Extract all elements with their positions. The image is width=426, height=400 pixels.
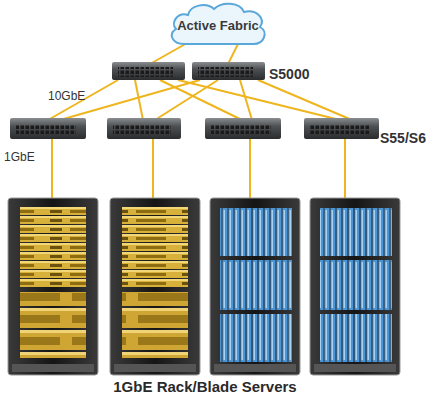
- switch-label: S5000: [269, 66, 309, 82]
- caption: 1GbE Rack/Blade Servers: [0, 378, 410, 395]
- switch-label: 1GbE: [4, 150, 35, 164]
- blade-rack: [210, 198, 400, 375]
- cloud-node: Active Fabric: [166, 0, 270, 50]
- s5000-switch: [112, 62, 265, 80]
- 1gbe-wires: [52, 138, 345, 200]
- s55-switch: [10, 118, 379, 139]
- rack-server: [8, 198, 200, 375]
- 10gbe-wires: [48, 80, 352, 120]
- switch-label: 10GbE: [48, 89, 85, 103]
- switch-label: S55/S60: [380, 130, 426, 146]
- node-label: Active Fabric: [177, 19, 259, 32]
